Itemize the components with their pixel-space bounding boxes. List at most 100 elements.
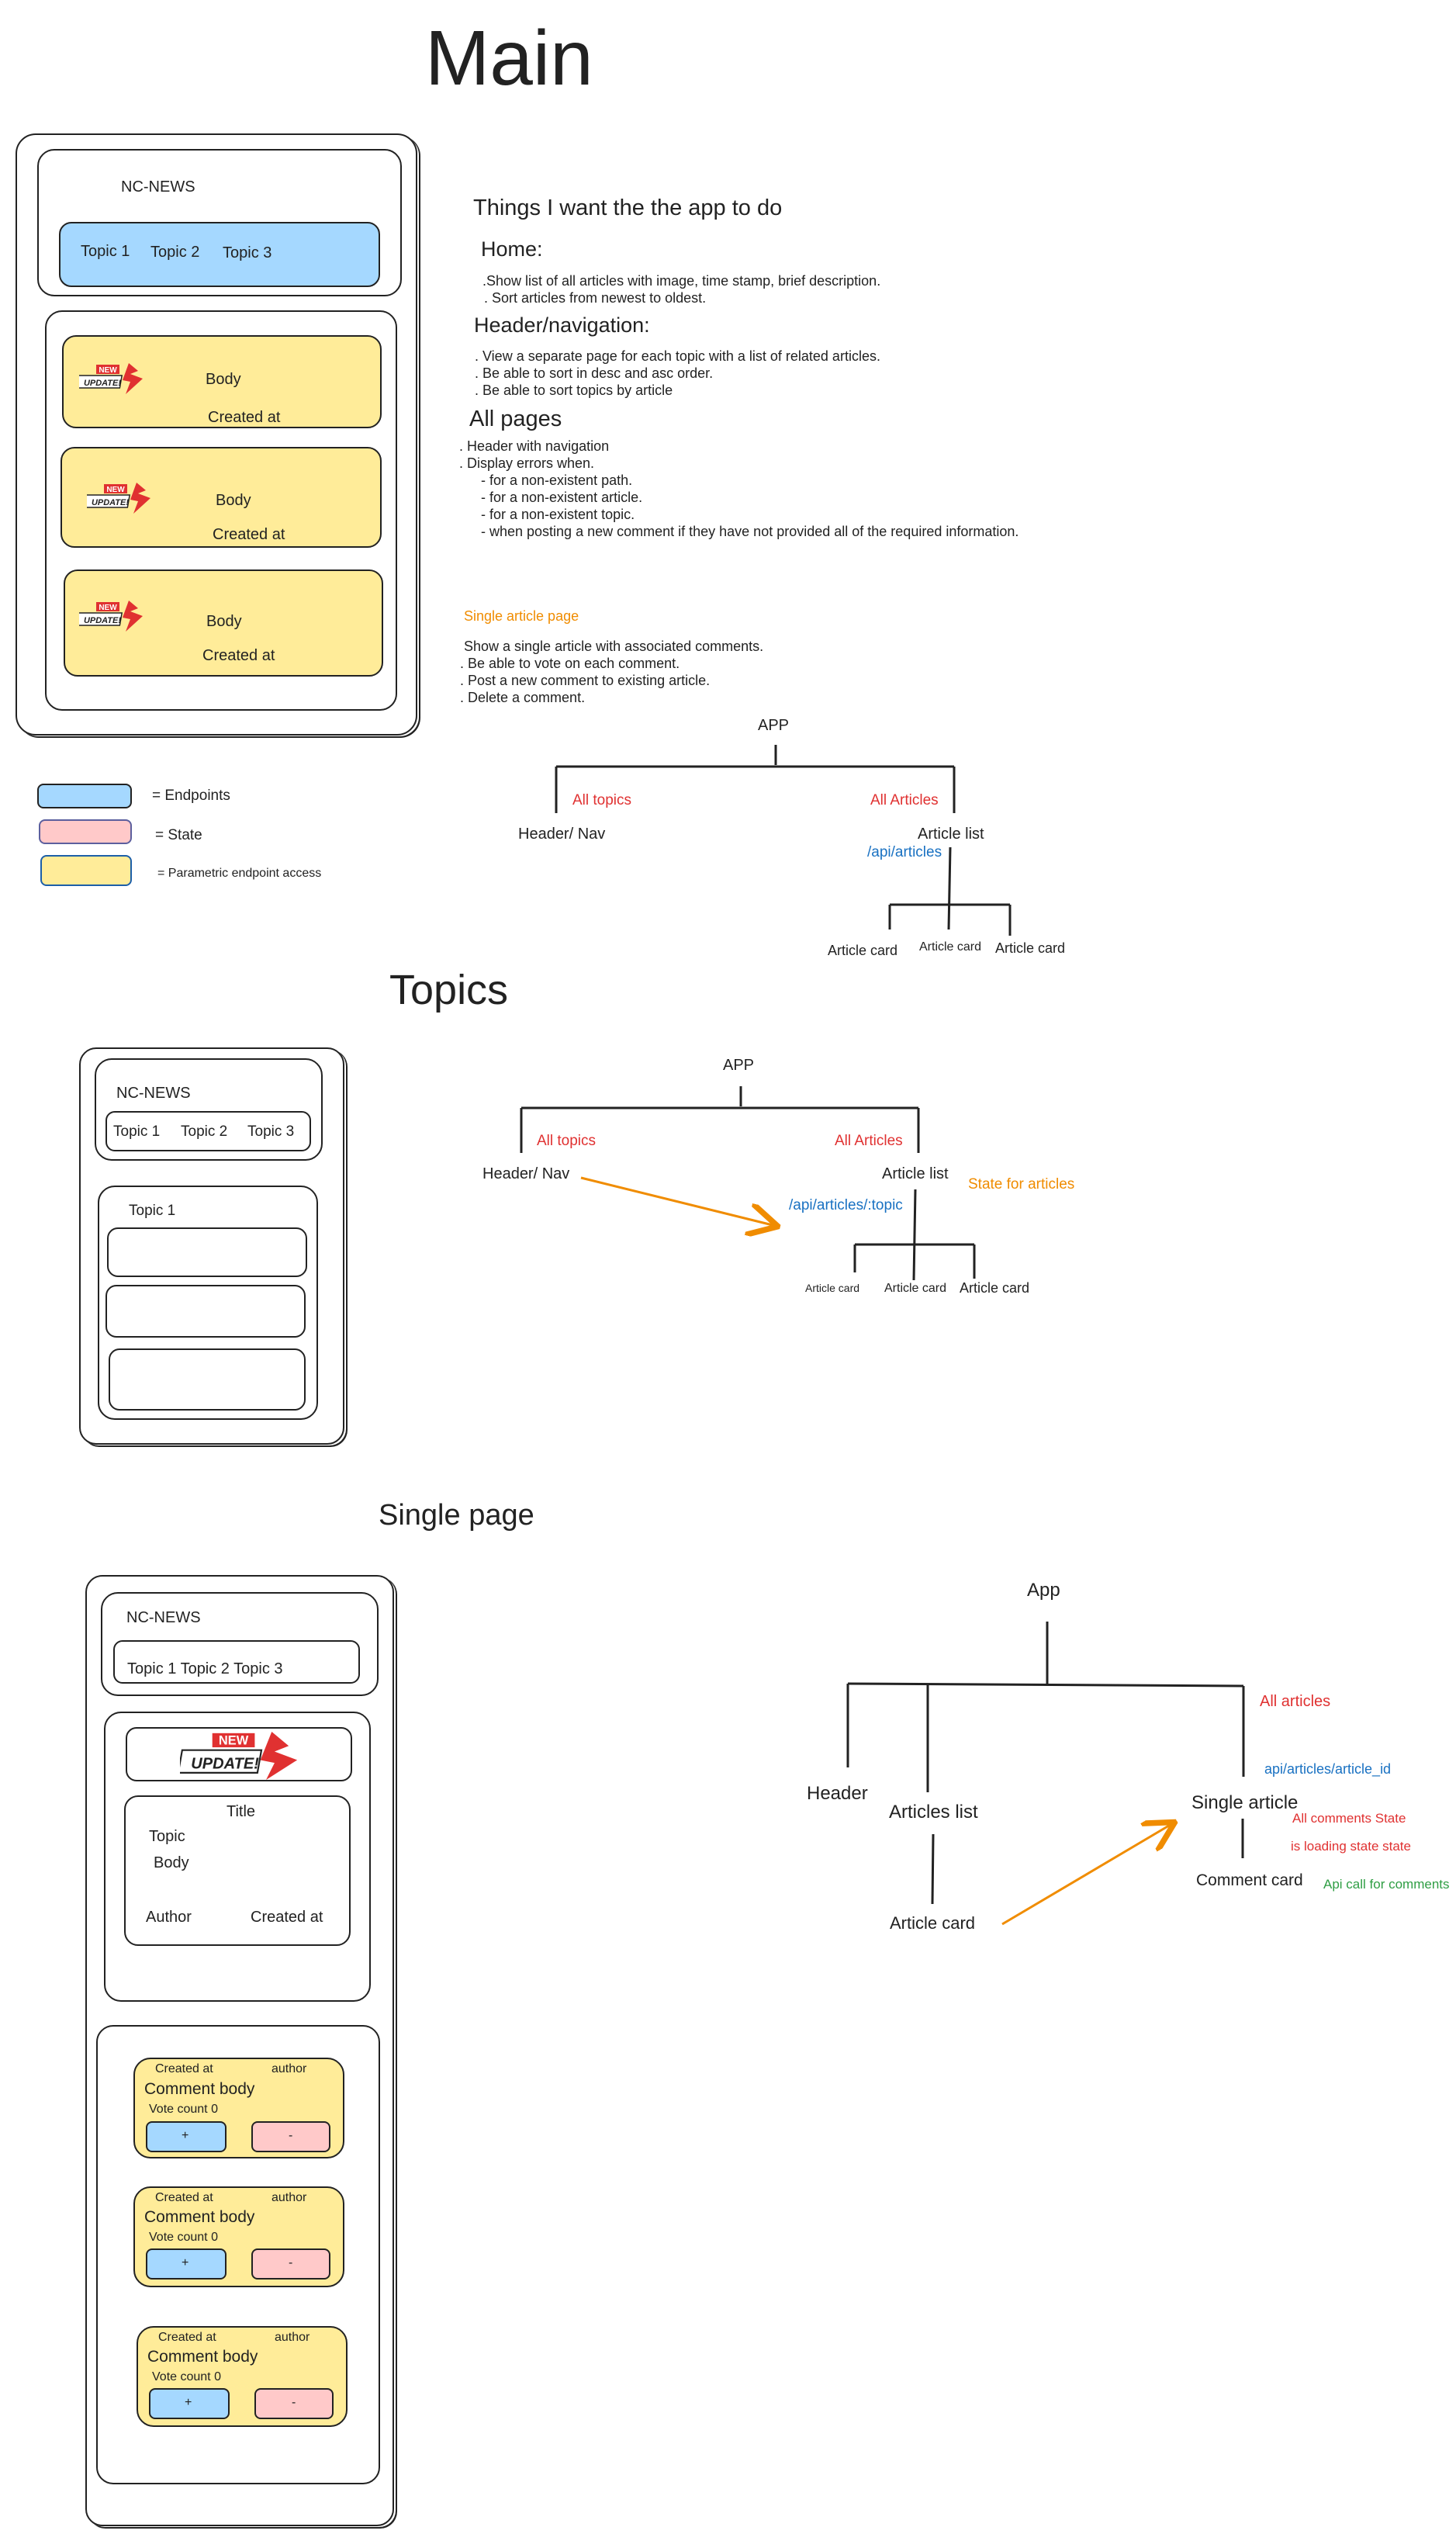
badge-new-text: NEW xyxy=(106,486,125,494)
single-article-title: Title xyxy=(227,1803,256,1820)
new-update-badge-icon: NEW UPDATE! xyxy=(177,1732,304,1784)
comment-created: Created at xyxy=(155,2062,213,2075)
tree1-article-list: Article list xyxy=(918,826,984,843)
main-card-created: Created at xyxy=(213,526,285,543)
tree2-endpoint: /api/articles/:topic xyxy=(789,1197,903,1213)
single-topics-line[interactable]: Topic 1 Topic 2 Topic 3 xyxy=(127,1660,283,1677)
comment-body: Comment body xyxy=(144,2080,255,2098)
notes-all-line: . Header with navigation xyxy=(459,438,610,454)
tree2-article-card: Article card xyxy=(805,1282,860,1294)
topics-article-card[interactable] xyxy=(107,1227,307,1277)
tree3-all-articles: All articles xyxy=(1260,1693,1331,1710)
notes-all-line: . Display errors when. xyxy=(459,455,595,471)
new-update-badge-icon: NEW UPDATE! xyxy=(75,601,146,637)
badge-new-text: NEW xyxy=(99,366,117,375)
tree2-article-card: Article card xyxy=(884,1282,947,1295)
notes-single-line: Show a single article with associated co… xyxy=(464,639,764,654)
badge-new-text: NEW xyxy=(99,604,117,612)
comment-downvote-label: - xyxy=(289,2129,293,2142)
tree3-app: App xyxy=(1027,1580,1060,1601)
single-article-panel xyxy=(104,1712,371,2002)
main-brand: NC-NEWS xyxy=(121,178,195,196)
comment-body: Comment body xyxy=(144,2208,255,2226)
tree3-arrow xyxy=(1001,1823,1173,1926)
comment-upvote-label: + xyxy=(182,2256,189,2269)
tree1-header-nav: Header/ Nav xyxy=(518,826,606,843)
comment-author: author xyxy=(271,2191,307,2204)
comment-downvote-label: - xyxy=(289,2256,293,2269)
tree2-article-card: Article card xyxy=(960,1280,1030,1296)
topics-topic-2[interactable]: Topic 2 xyxy=(181,1123,228,1140)
topics-header-panel xyxy=(95,1058,323,1161)
notes-all-line: - for a non-existent path. xyxy=(481,473,633,488)
comment-upvote-button[interactable] xyxy=(146,2248,227,2280)
notes-all-title: All pages xyxy=(469,407,562,431)
main-topic-3[interactable]: Topic 3 xyxy=(223,244,272,261)
main-card-created: Created at xyxy=(208,409,281,426)
new-update-badge-icon: NEW UPDATE! xyxy=(83,483,154,519)
single-topics-nav[interactable] xyxy=(113,1640,360,1684)
notes-home-line: .Show list of all articles with image, t… xyxy=(482,273,881,289)
main-articles-panel xyxy=(45,310,397,711)
main-topics-nav[interactable] xyxy=(59,222,380,287)
notes-all-line: - for a non-existent article. xyxy=(481,490,643,505)
comment-downvote-button[interactable] xyxy=(254,2388,334,2419)
main-topic-1[interactable]: Topic 1 xyxy=(81,243,130,260)
tree3-comment-card: Comment card xyxy=(1196,1871,1303,1889)
comment-created: Created at xyxy=(155,2191,213,2204)
tree3-api-comments: Api call for comments xyxy=(1323,1877,1450,1892)
comment-upvote-button[interactable] xyxy=(149,2388,230,2419)
notes-nav-line: . View a separate page for each topic wi… xyxy=(475,348,880,364)
comment-upvote-label: + xyxy=(185,2396,192,2409)
tree2-header-nav: Header/ Nav xyxy=(482,1165,570,1182)
badge-new-text: NEW xyxy=(219,1733,249,1747)
main-phone-frame xyxy=(16,133,417,736)
badge-update-text: UPDATE! xyxy=(84,379,121,388)
single-phone-frame xyxy=(85,1575,394,2526)
tree3-endpoint: api/articles/article_id xyxy=(1264,1761,1392,1777)
comment-upvote-label: + xyxy=(182,2129,189,2142)
topics-phone-frame xyxy=(79,1047,344,1445)
main-card-created: Created at xyxy=(202,647,275,664)
single-article-body: Body xyxy=(154,1854,189,1871)
tree1-all-topics: All topics xyxy=(572,792,632,808)
tree2-article-list: Article list xyxy=(882,1165,949,1182)
notes-heading: Things I want the the app to do xyxy=(473,196,783,220)
comment-author: author xyxy=(275,2331,310,2344)
comment-created: Created at xyxy=(158,2331,216,2344)
notes-nav-line: . Be able to sort topics by article xyxy=(475,383,673,398)
tree2-state-note: State for articles xyxy=(968,1176,1075,1193)
tree2-lines xyxy=(520,1086,976,1281)
single-article-created: Created at xyxy=(251,1909,323,1926)
comment-downvote-button[interactable] xyxy=(251,2248,330,2280)
notes-nav-title: Header/navigation: xyxy=(474,313,650,337)
section-title-main: Main xyxy=(425,15,593,102)
main-card-body: Body xyxy=(216,492,251,509)
notes-all-line: - for a non-existent topic. xyxy=(481,507,635,522)
new-update-badge-icon: NEW UPDATE! xyxy=(75,363,146,400)
tree3-single-article: Single article xyxy=(1191,1792,1299,1813)
topics-list-panel xyxy=(98,1186,318,1420)
legend-state: = State xyxy=(155,827,202,843)
tree1-article-card: Article card xyxy=(828,943,898,958)
comment-body: Comment body xyxy=(147,2348,258,2366)
topics-article-card[interactable] xyxy=(109,1348,306,1411)
notes-single-line: . Be able to vote on each comment. xyxy=(460,656,680,671)
comment-upvote-button[interactable] xyxy=(146,2121,227,2152)
tree1-lines xyxy=(555,745,1012,936)
notes-all-line: - when posting a new comment if they hav… xyxy=(481,524,1019,539)
topics-article-card[interactable] xyxy=(105,1285,306,1338)
single-article-detail xyxy=(124,1795,351,1946)
single-comments-panel xyxy=(96,2025,380,2484)
comment-downvote-label: - xyxy=(292,2396,296,2409)
tree3-loading-state: is loading state state xyxy=(1291,1839,1411,1854)
topics-nav[interactable] xyxy=(105,1111,311,1151)
main-topic-2[interactable]: Topic 2 xyxy=(150,244,200,261)
topics-topic-1[interactable]: Topic 1 xyxy=(113,1123,161,1140)
badge-update-text: UPDATE! xyxy=(84,616,121,625)
tree3-comments-state: All comments State xyxy=(1292,1811,1406,1826)
topics-topic-3[interactable]: Topic 3 xyxy=(247,1123,295,1140)
legend-parametric: = Parametric endpoint access xyxy=(157,867,322,880)
comment-downvote-button[interactable] xyxy=(251,2121,330,2152)
